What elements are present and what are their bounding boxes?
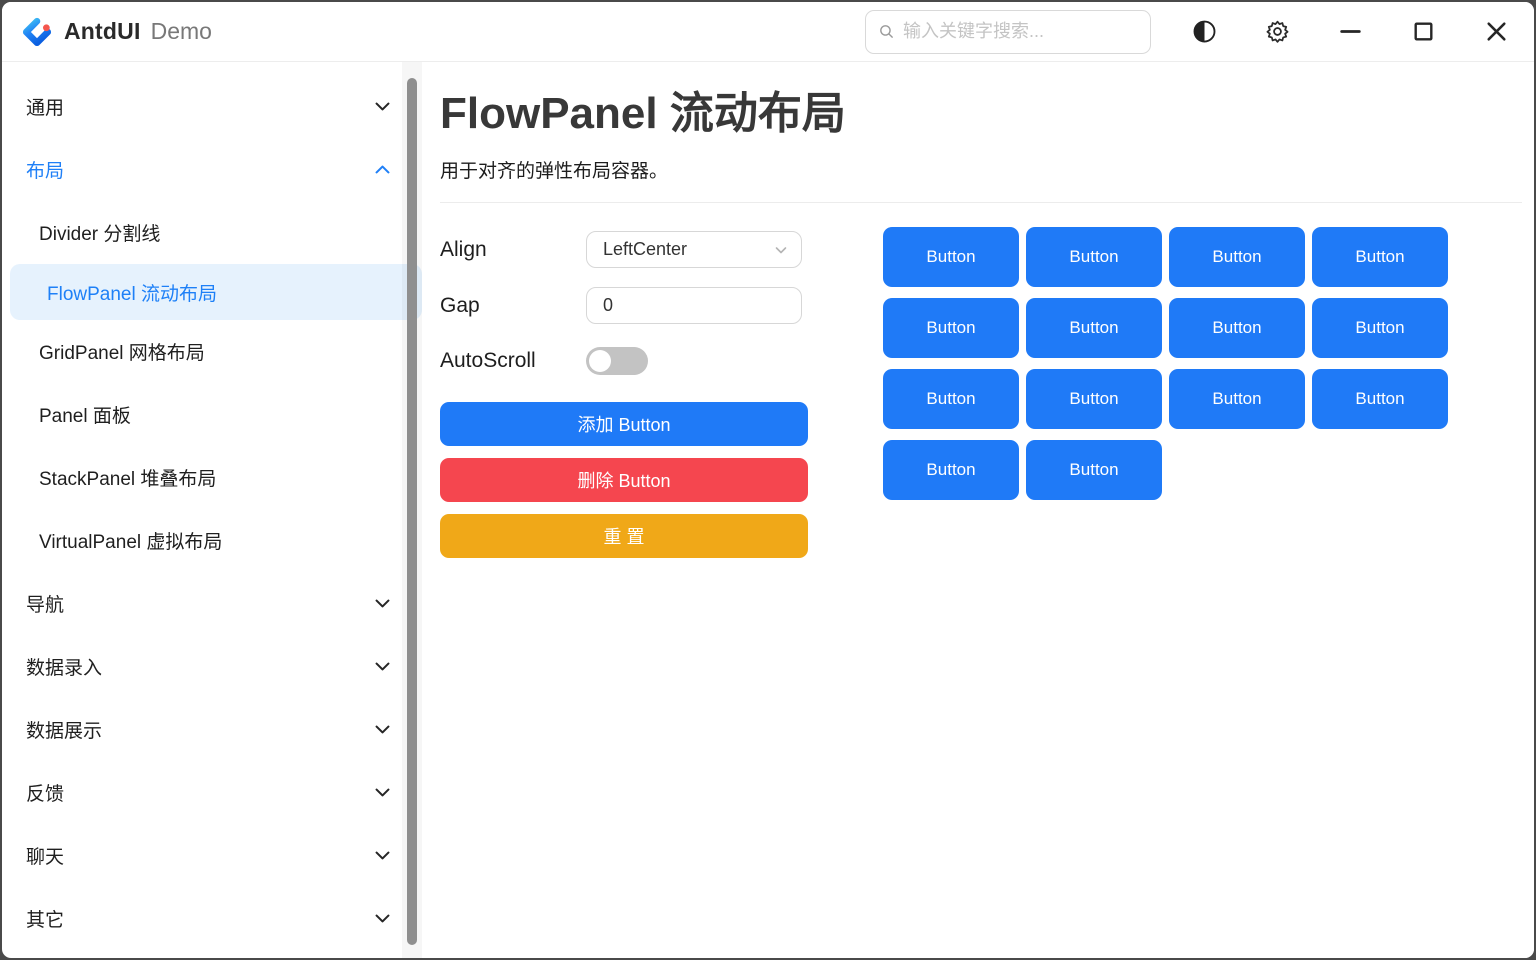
switch-knob	[589, 350, 611, 372]
logo-red-dot	[43, 23, 50, 31]
sidebar-item-label: GridPanel 网格布局	[39, 343, 205, 364]
sidebar-scrollbar-track[interactable]	[402, 62, 422, 958]
chevron-down-icon	[373, 783, 392, 802]
page-title: FlowPanel 流动布局	[440, 89, 846, 138]
chevron-down-icon	[373, 97, 392, 116]
sidebar-item-label: VirtualPanel 虚拟布局	[39, 532, 223, 553]
flow-button[interactable]: Button	[1026, 227, 1162, 287]
flow-button[interactable]: Button	[1169, 227, 1305, 287]
titlebar: AntdUI Demo	[2, 2, 1534, 62]
chevron-down-icon	[773, 242, 789, 258]
sidebar-item-divider[interactable]: Divider 分割线	[2, 201, 422, 264]
sidebar-item-label: 数据展示	[26, 721, 103, 742]
sidebar-group-chat[interactable]: 聊天	[2, 824, 422, 887]
sidebar-item-stackpanel[interactable]: StackPanel 堆叠布局	[2, 446, 422, 509]
flow-button[interactable]: Button	[1312, 298, 1448, 358]
gap-label: Gap	[440, 293, 480, 317]
theme-toggle-button[interactable]	[1184, 12, 1224, 52]
minimize-icon	[1339, 30, 1361, 33]
sidebar-item-virtualpanel[interactable]: VirtualPanel 虚拟布局	[2, 509, 422, 572]
sidebar-item-label: 数据录入	[26, 658, 103, 679]
search-box[interactable]	[865, 9, 1151, 54]
align-select[interactable]: LeftCenter	[586, 231, 802, 268]
flow-button[interactable]: Button	[1169, 369, 1305, 429]
sidebar: 通用 布局 Divider 分割线 FlowPanel 流动布局 GridPan…	[2, 62, 422, 958]
close-icon	[1486, 22, 1506, 41]
chevron-down-icon	[373, 594, 392, 613]
search-icon	[880, 25, 893, 38]
sidebar-item-label: 其它	[26, 910, 65, 931]
app-logo-icon	[22, 17, 52, 46]
sidebar-group-other[interactable]: 其它	[2, 887, 422, 950]
sidebar-group-data-entry[interactable]: 数据录入	[2, 635, 422, 698]
sidebar-item-label: 反馈	[26, 784, 65, 805]
chevron-down-icon	[373, 720, 392, 739]
sidebar-item-gridpanel[interactable]: GridPanel 网格布局	[2, 320, 422, 383]
flowpanel-demo: Align LeftCenter Gap AutoScroll	[440, 227, 1524, 570]
app-title: AntdUI	[64, 18, 141, 44]
sidebar-item-label: Divider 分割线	[39, 224, 161, 245]
autoscroll-switch[interactable]	[586, 347, 648, 375]
gap-row: Gap	[440, 287, 808, 324]
align-label: Align	[440, 237, 487, 261]
sidebar-group-data-display[interactable]: 数据展示	[2, 698, 422, 761]
section-divider	[440, 202, 1522, 203]
flow-button[interactable]: Button	[883, 298, 1019, 358]
autoscroll-label: AutoScroll	[440, 349, 536, 372]
chevron-down-icon	[373, 657, 392, 676]
maximize-icon	[1413, 22, 1433, 41]
add-button[interactable]: 添加 Button	[440, 402, 808, 446]
sidebar-item-flowpanel[interactable]: FlowPanel 流动布局	[10, 264, 422, 320]
flow-button[interactable]: Button	[1312, 227, 1448, 287]
flow-button[interactable]: Button	[1026, 369, 1162, 429]
close-button[interactable]	[1476, 12, 1516, 52]
sidebar-item-label: Panel 面板	[39, 406, 131, 427]
settings-button[interactable]	[1257, 12, 1297, 52]
sidebar-item-label: 聊天	[26, 847, 65, 868]
remove-button[interactable]: 删除 Button	[440, 458, 808, 502]
app-title-suffix: Demo	[150, 18, 212, 44]
flow-button[interactable]: Button	[1026, 298, 1162, 358]
gap-field[interactable]	[586, 287, 802, 324]
sidebar-scrollbar-thumb[interactable]	[407, 78, 417, 945]
flow-panel: Button Button Button Button Button Butto…	[883, 227, 1461, 570]
flow-button[interactable]: Button	[1026, 440, 1162, 500]
page-subtitle: 用于对齐的弹性布局容器。	[440, 161, 669, 182]
minimize-button[interactable]	[1330, 12, 1370, 52]
sidebar-group-feedback[interactable]: 反馈	[2, 761, 422, 824]
sidebar-item-label: 布局	[26, 161, 65, 182]
flow-button[interactable]: Button	[883, 369, 1019, 429]
flow-button[interactable]: Button	[883, 440, 1019, 500]
chevron-up-icon	[373, 160, 392, 179]
theme-contrast-icon	[1193, 20, 1215, 43]
search-input[interactable]	[903, 21, 1138, 42]
flow-button[interactable]: Button	[1312, 369, 1448, 429]
maximize-button[interactable]	[1403, 12, 1443, 52]
content-area: FlowPanel 流动布局 用于对齐的弹性布局容器。 Align LeftCe…	[422, 62, 1534, 958]
reset-button[interactable]: 重 置	[440, 514, 808, 558]
chevron-down-icon	[373, 846, 392, 865]
sidebar-item-label: 通用	[26, 98, 65, 119]
align-row: Align LeftCenter	[440, 231, 808, 268]
sidebar-item-label: FlowPanel 流动布局	[47, 283, 217, 305]
app-brand: AntdUI Demo	[22, 17, 212, 47]
flow-button[interactable]: Button	[883, 227, 1019, 287]
align-select-value: LeftCenter	[603, 239, 688, 259]
gear-icon	[1266, 20, 1288, 43]
demo-controls: Align LeftCenter Gap AutoScroll	[440, 231, 808, 570]
sidebar-item-label: StackPanel 堆叠布局	[39, 469, 217, 490]
autoscroll-row: AutoScroll	[440, 347, 808, 375]
sidebar-group-general[interactable]: 通用	[2, 75, 422, 138]
titlebar-actions	[865, 9, 1516, 54]
sidebar-group-navigation[interactable]: 导航	[2, 572, 422, 635]
sidebar-group-layout[interactable]: 布局	[2, 138, 422, 201]
chevron-down-icon	[373, 909, 392, 928]
sidebar-item-label: 导航	[26, 595, 65, 616]
flow-button[interactable]: Button	[1169, 298, 1305, 358]
gap-input[interactable]	[603, 295, 789, 316]
sidebar-item-panel[interactable]: Panel 面板	[2, 383, 422, 446]
